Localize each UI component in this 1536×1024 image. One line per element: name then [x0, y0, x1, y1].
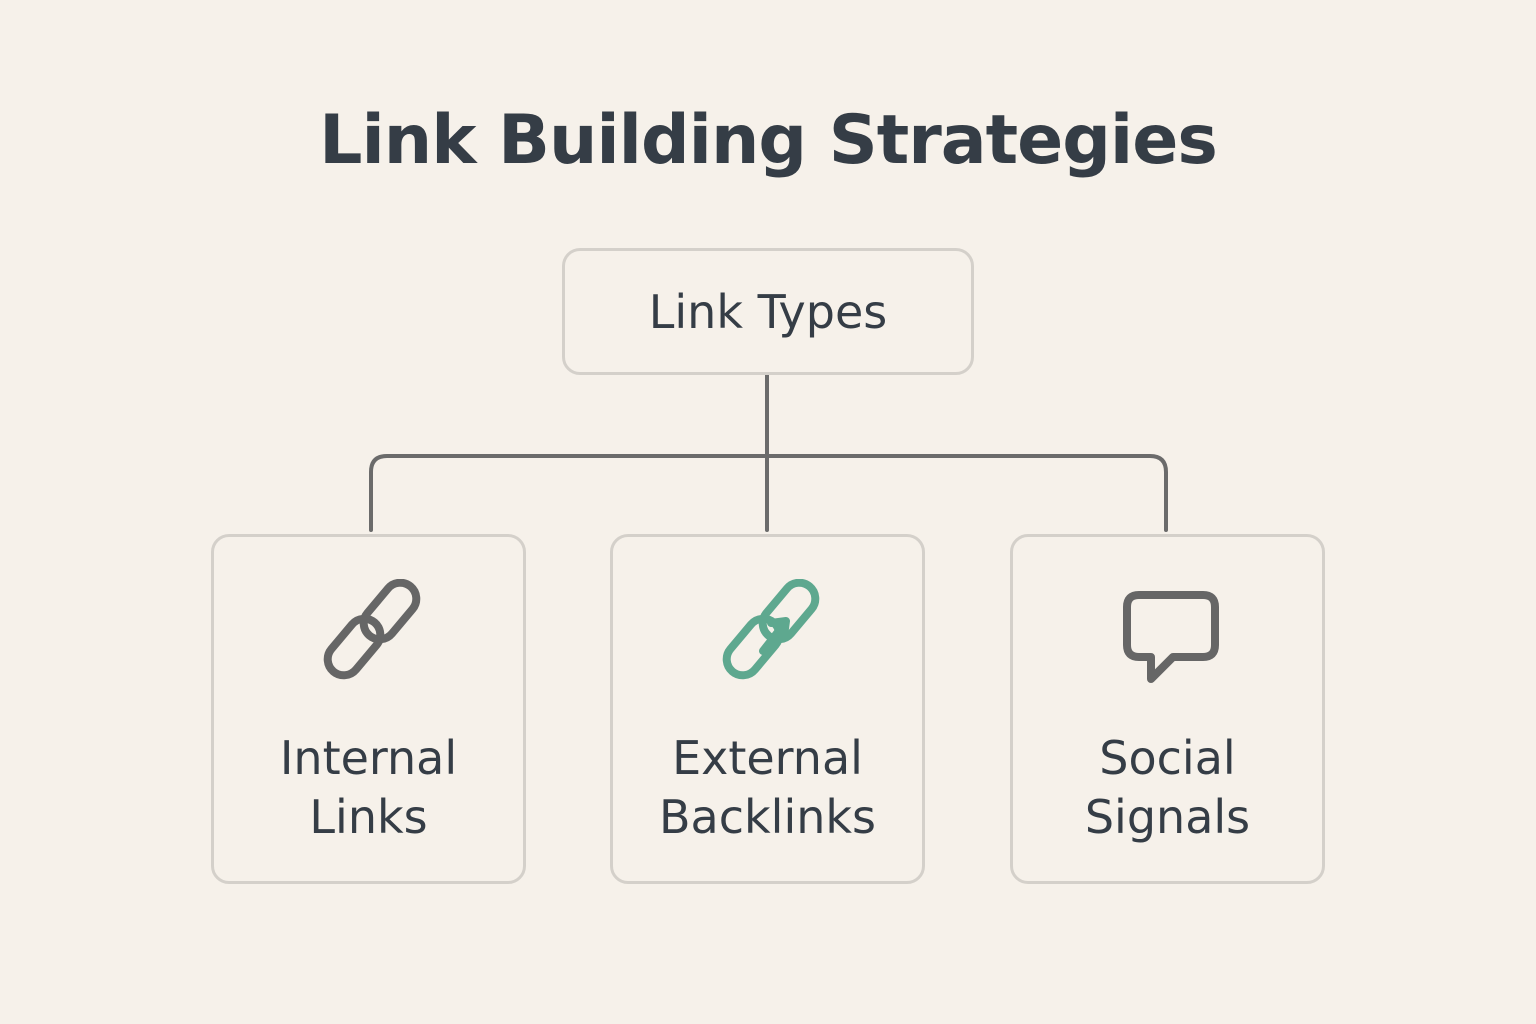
- card-external-label: External Backlinks: [613, 729, 922, 847]
- card-internal-label-line1: Internal: [279, 731, 458, 785]
- card-external-label-line1: External: [672, 731, 863, 785]
- chain-link-arrow-icon: [722, 579, 820, 680]
- card-social-signals: Social Signals: [1010, 534, 1325, 884]
- card-social-label-line1: Social: [1099, 731, 1236, 785]
- diagram-title: Link Building Strategies: [319, 101, 1218, 180]
- card-external-label-line2: Backlinks: [659, 790, 876, 844]
- card-social-label-line2: Signals: [1084, 790, 1251, 844]
- card-social-label: Social Signals: [1013, 729, 1322, 847]
- root-node-label: Link Types: [648, 284, 888, 339]
- card-external-backlinks: External Backlinks: [610, 534, 925, 884]
- card-internal-label: Internal Links: [214, 729, 523, 847]
- speech-bubble-icon: [1123, 591, 1219, 683]
- root-node-link-types: Link Types: [562, 248, 974, 375]
- card-internal-links: Internal Links: [211, 534, 526, 884]
- connector-horizontal-bar: [369, 454, 1168, 532]
- card-internal-label-line2: Links: [309, 790, 428, 844]
- chain-link-icon: [323, 579, 421, 680]
